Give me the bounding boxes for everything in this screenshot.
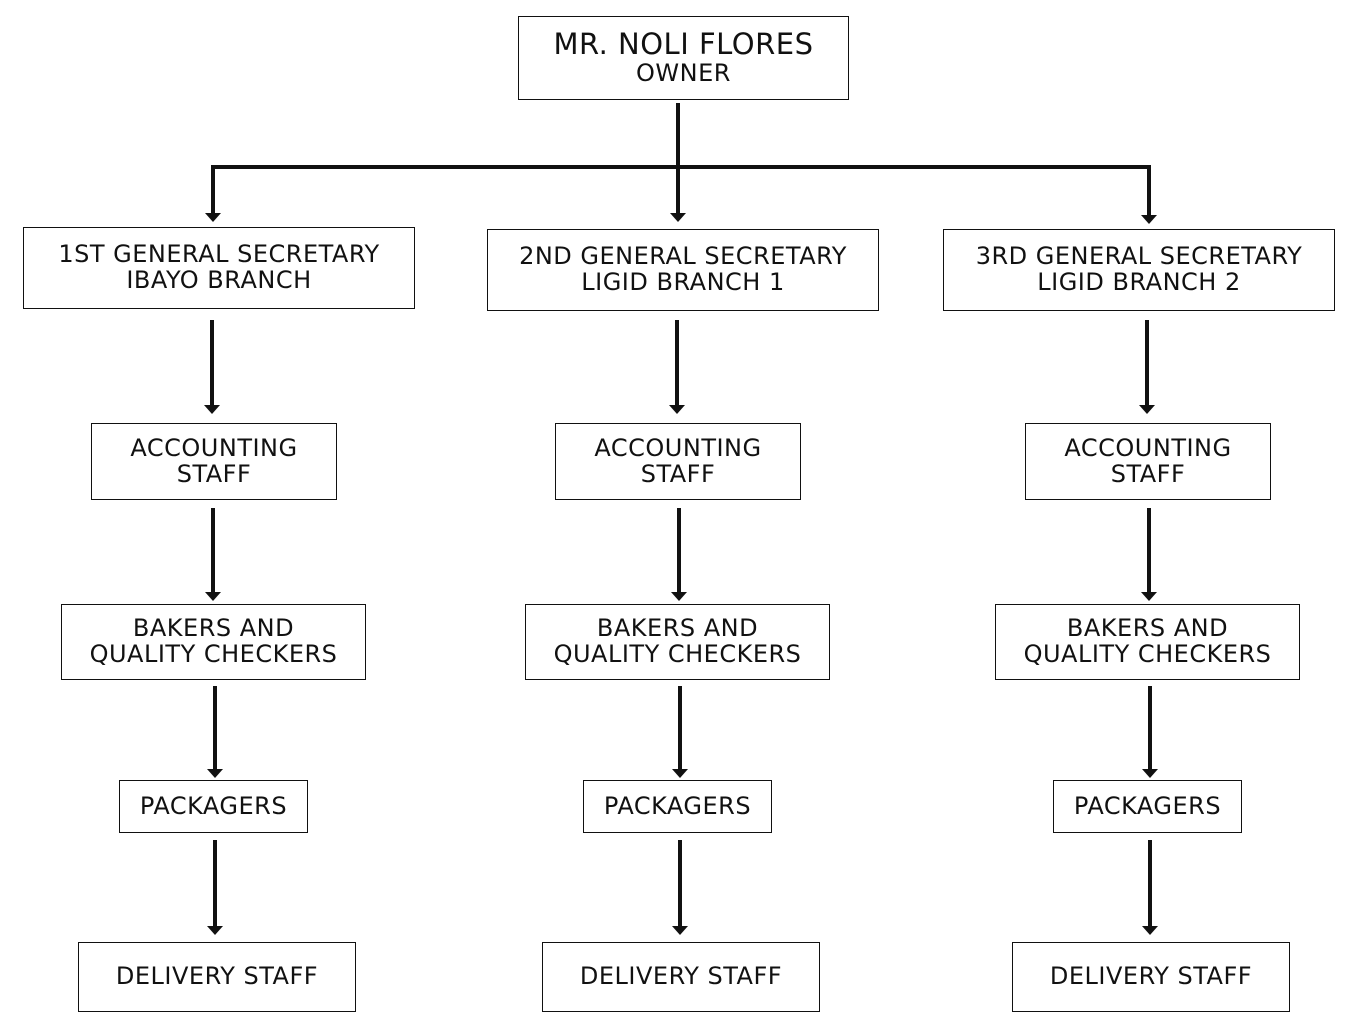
- box-label: DELIVERY STAFF: [579, 962, 783, 991]
- box-label: ACCOUNTING: [594, 433, 762, 462]
- secretary-branch: IBAYO BRANCH: [126, 266, 312, 294]
- box-label: PACKAGERS: [603, 791, 752, 820]
- delivery-staff-box-2: DELIVERY STAFF: [542, 942, 820, 1012]
- secretary-title: 2ND GENERAL SECRETARY: [519, 242, 847, 271]
- secretary-branch: LIGID BRANCH 1: [581, 268, 785, 296]
- arrow-branch-2-step-1-head: [669, 405, 685, 414]
- owner-name: MR. NOLI FLORES: [553, 27, 814, 62]
- arrow-branch-3-step-1-head: [1139, 405, 1155, 414]
- box-label: BAKERS AND: [1066, 614, 1229, 643]
- accounting-staff-box-1: ACCOUNTING STAFF: [91, 423, 337, 500]
- box-label: STAFF: [176, 459, 252, 488]
- arrow-branch-1-step-3-head: [207, 769, 223, 778]
- arrow-branch-1-step-2-head: [205, 592, 221, 601]
- arrow-to-secretary-1-head: [205, 213, 221, 222]
- bakers-box-3: BAKERS AND QUALITY CHECKERS: [995, 604, 1300, 680]
- bakers-box-2: BAKERS AND QUALITY CHECKERS: [525, 604, 830, 680]
- box-label: ACCOUNTING: [130, 433, 298, 462]
- accounting-staff-box-3: ACCOUNTING STAFF: [1025, 423, 1271, 500]
- arrow-branch-2-step-4-head: [672, 926, 688, 935]
- arrow-branch-2-step-3-head: [672, 769, 688, 778]
- box-label: DELIVERY STAFF: [1049, 962, 1253, 991]
- arrow-to-secretary-3-head: [1141, 215, 1157, 224]
- secretary-box-2: 2ND GENERAL SECRETARY LIGID BRANCH 1: [487, 229, 879, 311]
- owner-box: MR. NOLI FLORES OWNER: [518, 16, 849, 100]
- secretary-box-1: 1ST GENERAL SECRETARY IBAYO BRANCH: [23, 227, 415, 309]
- secretary-title: 1ST GENERAL SECRETARY: [58, 240, 380, 269]
- secretary-box-3: 3RD GENERAL SECRETARY LIGID BRANCH 2: [943, 229, 1335, 311]
- arrow-branch-3-step-2-head: [1141, 592, 1157, 601]
- box-label: PACKAGERS: [1073, 791, 1222, 820]
- box-label: STAFF: [640, 459, 716, 488]
- box-label: ACCOUNTING: [1064, 433, 1232, 462]
- arrow-branch-3-step-4-head: [1142, 926, 1158, 935]
- secretary-branch: LIGID BRANCH 2: [1037, 268, 1241, 296]
- arrow-branch-3-step-3-head: [1142, 769, 1158, 778]
- box-label: BAKERS AND: [132, 614, 295, 643]
- box-label: BAKERS AND: [596, 614, 759, 643]
- box-label: STAFF: [1110, 459, 1186, 488]
- arrow-to-secretary-2-head: [670, 213, 686, 222]
- box-label: QUALITY CHECKERS: [89, 640, 338, 668]
- arrow-branch-2-step-2-head: [671, 592, 687, 601]
- bakers-box-1: BAKERS AND QUALITY CHECKERS: [61, 604, 366, 680]
- delivery-staff-box-3: DELIVERY STAFF: [1012, 942, 1290, 1012]
- arrow-branch-1-step-4-head: [207, 926, 223, 935]
- arrow-branch-1-step-1-head: [204, 405, 220, 414]
- accounting-staff-box-2: ACCOUNTING STAFF: [555, 423, 801, 500]
- box-label: PACKAGERS: [139, 791, 288, 820]
- owner-role: OWNER: [636, 58, 731, 87]
- box-label: QUALITY CHECKERS: [1023, 640, 1272, 668]
- secretary-title: 3RD GENERAL SECRETARY: [975, 242, 1303, 271]
- packagers-box-2: PACKAGERS: [583, 780, 772, 833]
- packagers-box-1: PACKAGERS: [119, 780, 308, 833]
- delivery-staff-box-1: DELIVERY STAFF: [78, 942, 356, 1012]
- packagers-box-3: PACKAGERS: [1053, 780, 1242, 833]
- box-label: DELIVERY STAFF: [115, 962, 319, 991]
- box-label: QUALITY CHECKERS: [553, 640, 802, 668]
